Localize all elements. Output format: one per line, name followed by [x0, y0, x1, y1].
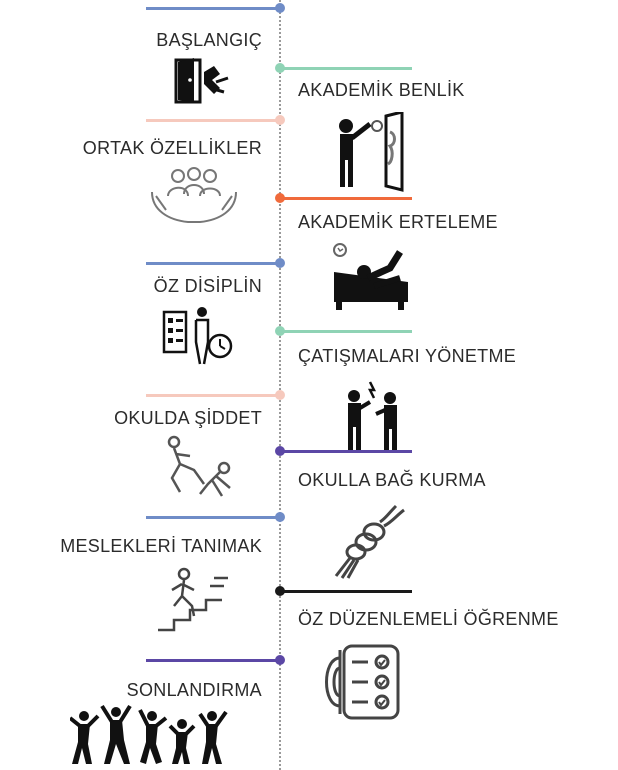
schedule-stopwatch-icon [162, 306, 234, 366]
timeline-node-oz-disiplin [275, 258, 285, 268]
timeline-node-catismalari-yonetme [275, 326, 285, 336]
timeline-node-meslekleri-tanimak [275, 512, 285, 522]
checklist-icon [318, 642, 406, 722]
stage-label-baslangic: BAŞLANGIÇ [156, 30, 262, 50]
timeline-axis [279, 0, 281, 770]
fight-icon [160, 434, 240, 498]
timeline-node-baslangic [275, 3, 285, 13]
celebrating-people-icon [70, 704, 230, 766]
branch-line-meslekleri-tanimak [146, 516, 280, 519]
stairs-climber-icon [154, 566, 232, 636]
stage-label-oz-duzenlemeli-ogrenme: ÖZ DÜZENLEMELİ ÖĞRENME [298, 609, 559, 629]
branch-line-okulda-siddet [146, 394, 280, 397]
branch-line-akademik-benlik [280, 67, 412, 70]
arguing-people-icon [340, 380, 410, 452]
branch-line-sonlandirma [146, 659, 280, 662]
timeline-node-ortak-ozellikler [275, 115, 285, 125]
door-exit-icon [174, 54, 232, 106]
branch-line-ortak-ozellikler [146, 119, 280, 122]
branch-line-oz-duzenlemeli-ogrenme [280, 590, 412, 593]
timeline-node-okulda-siddet [275, 390, 285, 400]
stage-label-akademik-erteleme: AKADEMİK ERTELEME [298, 212, 498, 232]
stage-label-okulda-siddet: OKULDA ŞİDDET [114, 408, 262, 428]
stage-label-meslekleri-tanimak: MESLEKLERİ TANIMAK [60, 536, 262, 556]
timeline-node-okulla-bag-kurma [275, 446, 285, 456]
stage-label-okulla-bag-kurma: OKULLA BAĞ KURMA [298, 470, 486, 490]
timeline-node-akademik-benlik [275, 63, 285, 73]
knotted-rope-icon [326, 500, 410, 580]
timeline-node-oz-duzenlemeli-ogrenme [275, 586, 285, 596]
timeline-node-akademik-erteleme [275, 193, 285, 203]
group-hands-icon [148, 166, 240, 228]
stage-label-catismalari-yonetme: ÇATIŞMALARI YÖNETME [298, 346, 517, 366]
stage-label-ortak-ozellikler: ORTAK ÖZELLİKLER [82, 138, 262, 158]
branch-line-akademik-erteleme [280, 197, 412, 200]
person-relaxing-icon [328, 242, 414, 312]
mirror-person-icon [330, 112, 410, 192]
branch-line-okulla-bag-kurma [280, 450, 412, 453]
branch-line-oz-disiplin [146, 262, 280, 265]
stage-label-akademik-benlik: AKADEMİK BENLİK [298, 80, 465, 100]
stage-label-oz-disiplin: ÖZ DİSİPLİN [153, 276, 262, 296]
branch-line-catismalari-yonetme [280, 330, 412, 333]
timeline-node-sonlandirma [275, 655, 285, 665]
stage-label-sonlandirma: SONLANDIRMA [126, 680, 262, 700]
branch-line-baslangic [146, 7, 280, 10]
